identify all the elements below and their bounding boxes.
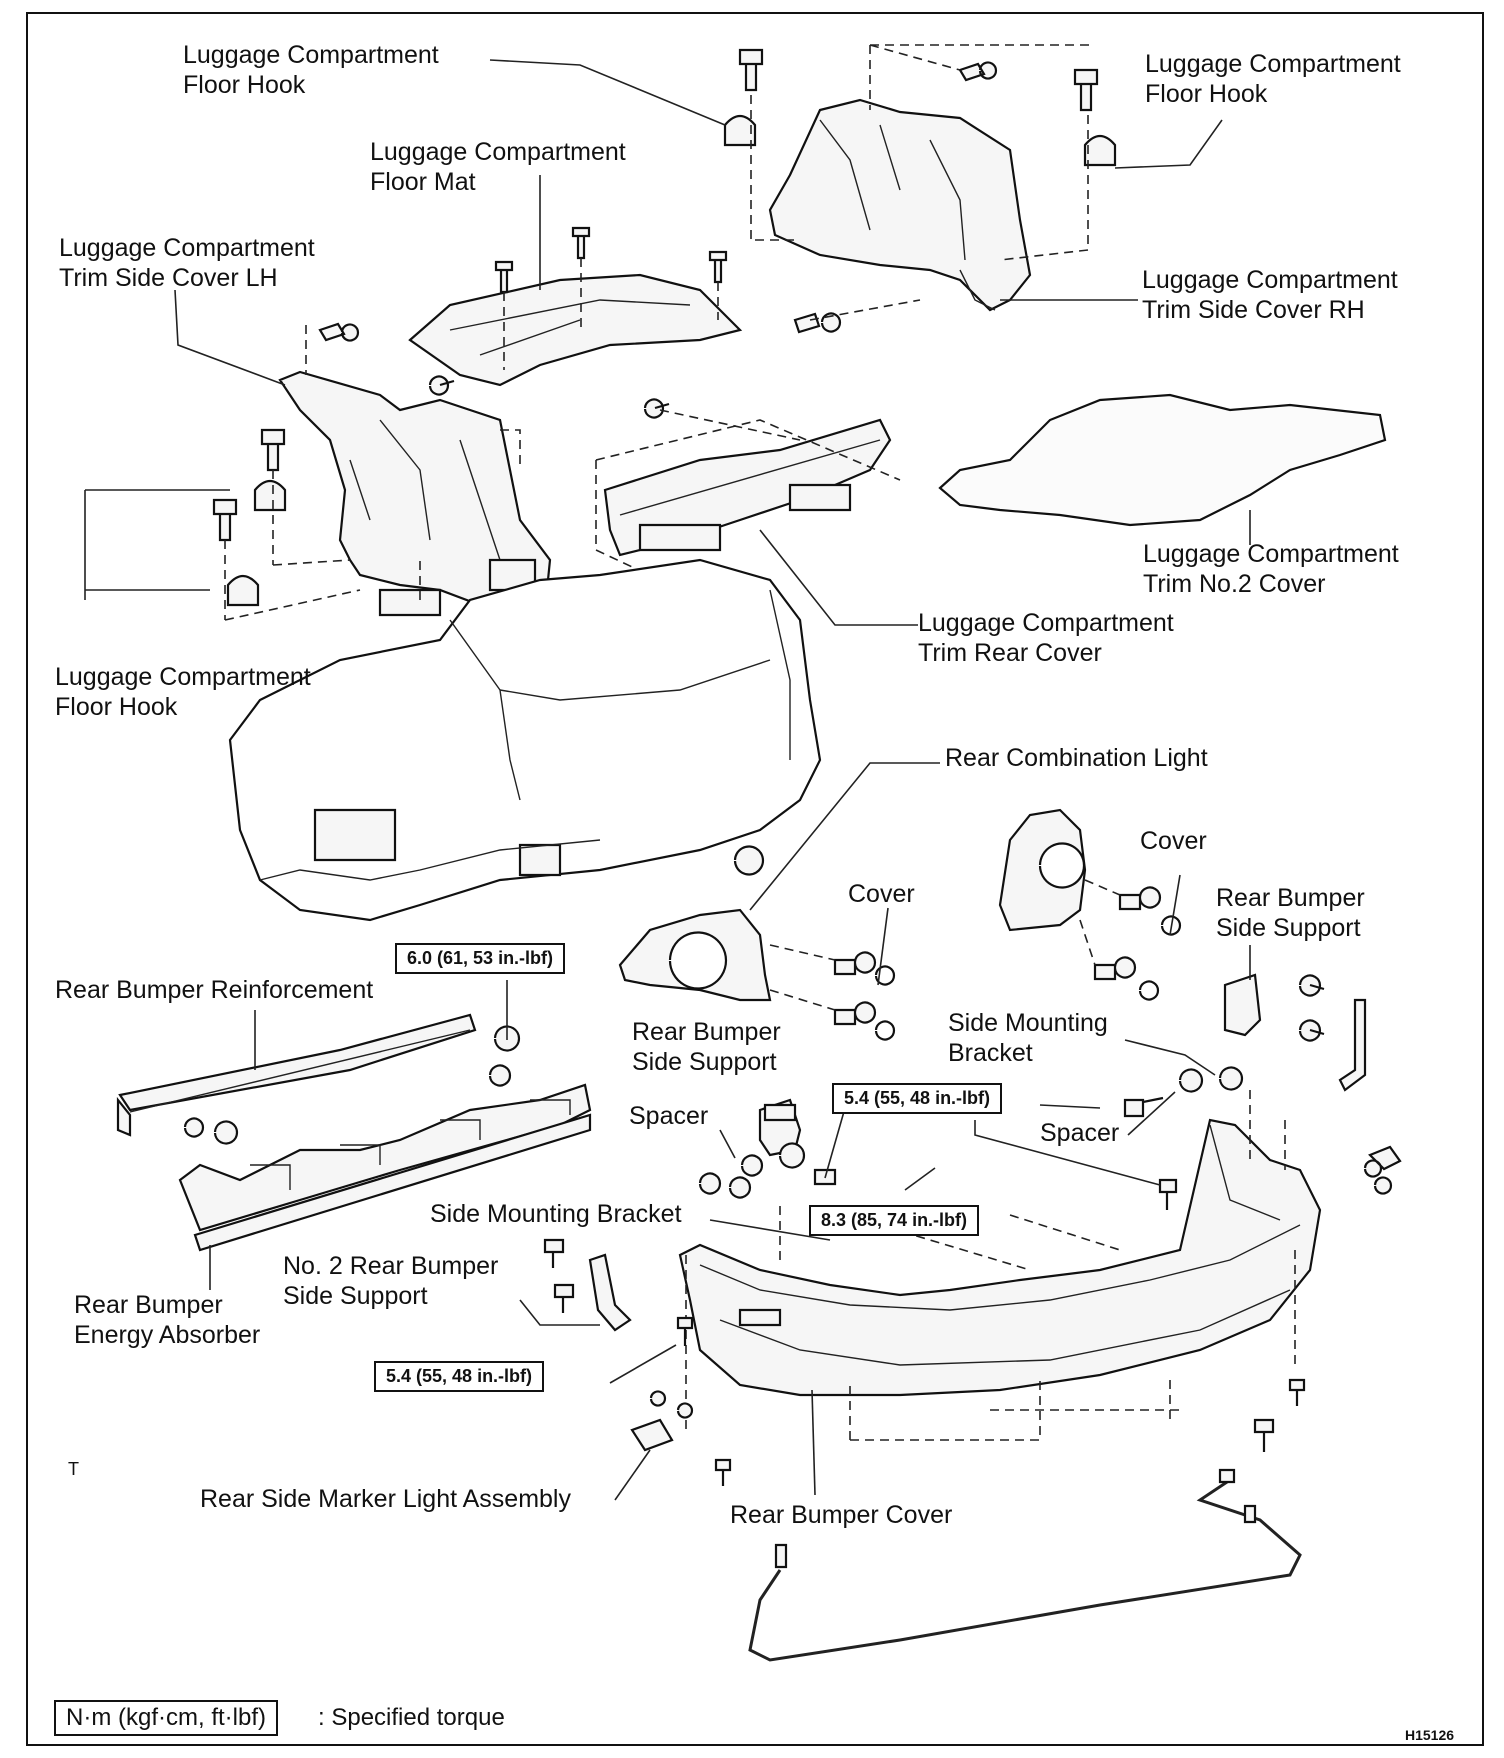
label-side-support-right: Rear Bumper Side Support	[1216, 884, 1365, 942]
trim-no2-cover	[938, 393, 1387, 527]
torque-bumper-bolt: 8.3 (85, 74 in.-lbf)	[809, 1205, 980, 1236]
label-side-mounting-bracket-left: Side Mounting Bracket	[430, 1200, 682, 1228]
label-floor-hook-top-left: Luggage Compartment Floor Hook	[183, 41, 439, 99]
label-cover-left: Cover	[848, 880, 915, 908]
center-side-support	[758, 1098, 802, 1157]
right-side-supports	[1123, 973, 1402, 1210]
trim-side-cover-rh	[768, 98, 1032, 312]
torque-marker-screw: 5.4 (55, 48 in.-lbf)	[374, 1361, 545, 1392]
fasteners-top-right	[723, 48, 1117, 334]
screw-rear-cover	[643, 398, 670, 419]
torque-side-bracket-bolt: 5.4 (55, 48 in.-lbf)	[832, 1083, 1003, 1114]
label-spacer-left: Spacer	[629, 1102, 709, 1130]
rear-side-marker-light	[630, 1390, 694, 1452]
light-fasteners	[833, 886, 1182, 1041]
label-spacer-right: Spacer	[1040, 1119, 1120, 1147]
label-floor-mat: Luggage Compartment Floor Mat	[370, 138, 626, 196]
rear-combination-light-right	[998, 808, 1087, 932]
floor-mat	[408, 273, 743, 387]
bumper-cover-fasteners	[676, 1316, 1306, 1486]
leader-lines	[84, 59, 1251, 1501]
label-side-mounting-bracket-right: Side Mounting Bracket	[948, 1009, 1108, 1067]
trim-rear-cover	[603, 418, 892, 557]
vehicle-rear-body	[228, 558, 822, 922]
fasteners-lh	[212, 322, 455, 607]
rear-bumper-reinforcement	[116, 1013, 477, 1137]
label-floor-hook-left: Luggage Compartment Floor Hook	[55, 663, 311, 721]
rear-bumper-cover	[678, 1118, 1322, 1397]
wire-harness	[748, 1468, 1302, 1662]
label-side-marker-light: Rear Side Marker Light Assembly	[200, 1485, 571, 1513]
corner-mark: T	[68, 1459, 79, 1479]
label-rear-bumper-reinforcement: Rear Bumper Reinforcement	[55, 976, 374, 1004]
label-rear-combination-light: Rear Combination Light	[945, 744, 1208, 772]
label-no2-rear-bumper-side-support: No. 2 Rear Bumper Side Support	[283, 1252, 499, 1310]
label-cover-right: Cover	[1140, 827, 1207, 855]
fasteners-floor-mat	[494, 226, 728, 294]
label-floor-hook-top-right: Luggage Compartment Floor Hook	[1145, 50, 1401, 108]
trim-side-cover-lh	[278, 370, 552, 617]
legend-unit-box: N·m (kgf·cm, ft·lbf)	[54, 1700, 278, 1736]
torque-reinforcement-nut: 6.0 (61, 53 in.-lbf)	[395, 943, 566, 974]
rear-combination-light-left	[618, 908, 772, 1002]
label-energy-absorber: Rear Bumper Energy Absorber	[74, 1291, 261, 1349]
rear-bumper-energy-absorber	[178, 1083, 592, 1252]
legend-description: : Specified torque	[318, 1704, 505, 1731]
label-side-support-center: Rear Bumper Side Support	[632, 1018, 781, 1076]
label-trim-side-cover-lh: Luggage Compartment Trim Side Cover LH	[59, 234, 315, 292]
label-trim-rear-cover: Luggage Compartment Trim Rear Cover	[918, 609, 1174, 667]
diagram-frame	[26, 12, 1484, 1746]
label-rear-bumper-cover: Rear Bumper Cover	[730, 1501, 953, 1529]
no2-side-support	[588, 1253, 632, 1332]
label-trim-no2-cover: Luggage Compartment Trim No.2 Cover	[1143, 540, 1399, 598]
figure-code: H15126	[1405, 1727, 1455, 1743]
center-fasteners	[543, 1142, 837, 1313]
label-trim-side-cover-rh: Luggage Compartment Trim Side Cover RH	[1142, 266, 1398, 324]
